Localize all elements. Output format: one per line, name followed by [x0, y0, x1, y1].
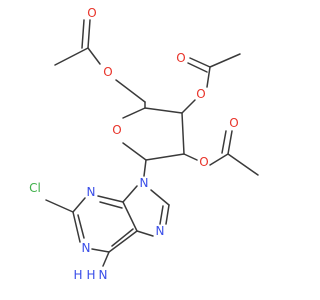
bond: [209, 53, 241, 68]
bond: [181, 112, 185, 155]
atom-ring-oxygen: O: [112, 123, 121, 137]
bond: [145, 153, 185, 161]
bond: [99, 201, 123, 209]
bond: [91, 248, 110, 253]
bond: [122, 201, 138, 232]
bond: [187, 62, 208, 73]
bond: [122, 142, 147, 161]
atom-chlorine: Cl: [29, 181, 41, 195]
bond: [87, 47, 101, 65]
atom-oxygen: O: [199, 155, 208, 169]
atom-amine-hydrogen: H: [86, 268, 95, 282]
bond: [227, 153, 259, 176]
atom-oxygen: O: [103, 65, 112, 79]
atom-nitrogen-n3: N: [87, 185, 96, 199]
bond: [159, 205, 164, 225]
atom-amine-nitrogen: N: [99, 268, 108, 282]
bond: [221, 130, 227, 154]
bond: [150, 189, 170, 206]
atom-oxygen: O: [196, 87, 205, 101]
atom-nitrogen-n9: N: [140, 176, 149, 190]
bond: [143, 159, 147, 177]
bond: [122, 185, 138, 203]
bond: [72, 211, 81, 243]
bond: [97, 195, 124, 203]
bond: [111, 228, 134, 247]
bond: [108, 230, 138, 253]
atom-nitrogen-n1: N: [82, 241, 91, 255]
bond: [87, 19, 91, 49]
bond: [54, 47, 89, 66]
bond: [115, 79, 146, 103]
molecule-structure-diagram: O O O O O O O N N N N Cl N H H: [29, 6, 259, 282]
bond: [209, 153, 229, 166]
bond: [165, 204, 170, 225]
atom-label-layer: O O O O O O O N N N N Cl N H H: [29, 6, 239, 282]
bond: [81, 19, 85, 49]
bond: [189, 57, 211, 68]
bond: [206, 66, 211, 88]
bond: [102, 251, 110, 267]
bond: [45, 199, 74, 213]
bond: [136, 230, 154, 237]
bond: [77, 214, 85, 239]
atom-amine-hydrogen: H: [73, 268, 82, 282]
atom-oxygen: O: [229, 116, 238, 130]
bond: [227, 130, 233, 155]
bond: [183, 153, 198, 161]
bond: [72, 197, 86, 213]
bond-layer: [45, 19, 259, 267]
atom-nitrogen-n7: N: [156, 224, 165, 238]
bond: [181, 99, 196, 114]
atom-oxygen: O: [87, 6, 96, 20]
bond: [144, 107, 183, 114]
bond: [122, 107, 146, 119]
atom-oxygen: O: [176, 51, 185, 65]
